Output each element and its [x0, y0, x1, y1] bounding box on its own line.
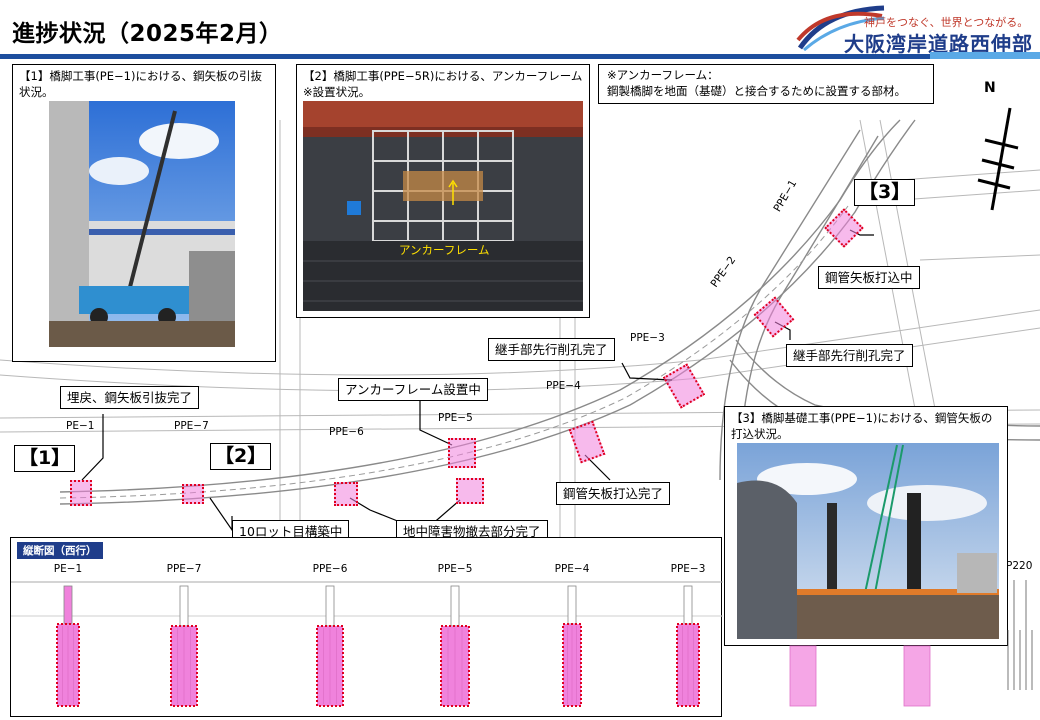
marker-3: 【3】 [854, 179, 916, 206]
page-title: 進捗状況（2025年2月） [12, 21, 283, 47]
section-drawing: PE−1 PPE−7 PPE−6 PPE−5 PPE−4 PPE−3 [11, 563, 723, 707]
section-pier-label: PPE−3 [671, 563, 706, 575]
section-pier-label: PPE−6 [313, 563, 348, 575]
section-pier-column [683, 585, 693, 625]
callout-pipe-driving: 鋼管矢板打込中 [818, 266, 920, 289]
section-pier-column [63, 585, 73, 625]
photo-box-1-caption: 【1】橋脚工事(PE−1)における、鋼矢板の引抜状況。 [19, 69, 262, 99]
section-pier-label: PPE−5 [438, 563, 473, 575]
photo-3-pile-driving-image [737, 443, 999, 639]
photo-box-3: 【3】橋脚基礎工事(PPE−1)における、鋼管矢板の打込状況。 [724, 406, 1008, 646]
photo-box-2: 【2】橋脚工事(PPE−5R)における、アンカーフレーム※設置状況。 アンカーフ… [296, 64, 590, 318]
photo-2-annotation: アンカーフレーム [399, 243, 490, 257]
section-pier-label: PPE−4 [555, 563, 590, 575]
marker-1: 【1】 [14, 445, 76, 472]
section-pier-label: PE−1 [54, 563, 82, 575]
pier-label-ppe4: PPE−4 [546, 380, 581, 392]
section-pier-label: PPE−7 [167, 563, 202, 575]
photo-1-crane-image [49, 101, 235, 347]
logo-tagline: 神戸をつなぐ、世界とつながる。 [864, 16, 1029, 29]
marker-2: 【2】 [210, 443, 272, 470]
north-label: N [984, 80, 996, 96]
callout-joint-ppe1: 継手部先行削孔完了 [786, 344, 913, 367]
header-bar-accent [930, 52, 1040, 59]
callout-joint-ppe3: 継手部先行削孔完了 [488, 338, 615, 361]
site-ppe7 [182, 484, 204, 504]
photo-2-anchor-frame-image [303, 101, 583, 311]
callout-backfill: 埋戻、鋼矢板引抜完了 [60, 386, 200, 409]
pier-label-ppe7: PPE−7 [174, 420, 209, 432]
pier-label-pe1: PE−1 [66, 420, 95, 432]
section-pier-column [450, 585, 460, 627]
section-extension-drawing [789, 580, 1033, 707]
photo-box-3-caption: 【3】橋脚基礎工事(PPE−1)における、鋼管矢板の打込状況。 [731, 411, 993, 441]
pier-label-ppe3: PPE−3 [630, 332, 665, 344]
pier-label-ppe5: PPE−5 [438, 412, 473, 424]
photo-box-2-caption: 【2】橋脚工事(PPE−5R)における、アンカーフレーム※設置状況。 [303, 69, 583, 99]
north-arrow-icon [977, 107, 1019, 211]
logo-swoosh-icon [796, 5, 885, 52]
note-box: ※アンカーフレーム： 鋼製橋脚を地面（基礎）と接合するために設置する部材。 [598, 64, 934, 104]
site-ppe5-bottom [456, 478, 484, 504]
callout-anchor: アンカーフレーム設置中 [338, 378, 488, 401]
header-bar [0, 54, 1040, 59]
section-pier-column [325, 585, 335, 627]
callout-pipe-done: 鋼管矢板打込完了 [556, 482, 671, 505]
section-label: 縦断図（西行） [17, 542, 103, 559]
site-ppe6 [334, 482, 358, 506]
photo-box-1: 【1】橋脚工事(PE−1)における、鋼矢板の引抜状況。 [12, 64, 276, 362]
section-pier-column [179, 585, 189, 627]
site-ppe5-top [448, 438, 476, 468]
site-pe1 [70, 480, 92, 506]
section-extension: P220 [722, 540, 1040, 718]
section-pier-column [567, 585, 577, 625]
longitudinal-section: 縦断図（西行） PE−1 PPE−7 PPE−6 PPE−5 PPE−4 PPE−3 [10, 537, 723, 717]
pier-label-p220: P220 [1006, 560, 1033, 572]
pier-label-ppe6: PPE−6 [329, 426, 364, 438]
